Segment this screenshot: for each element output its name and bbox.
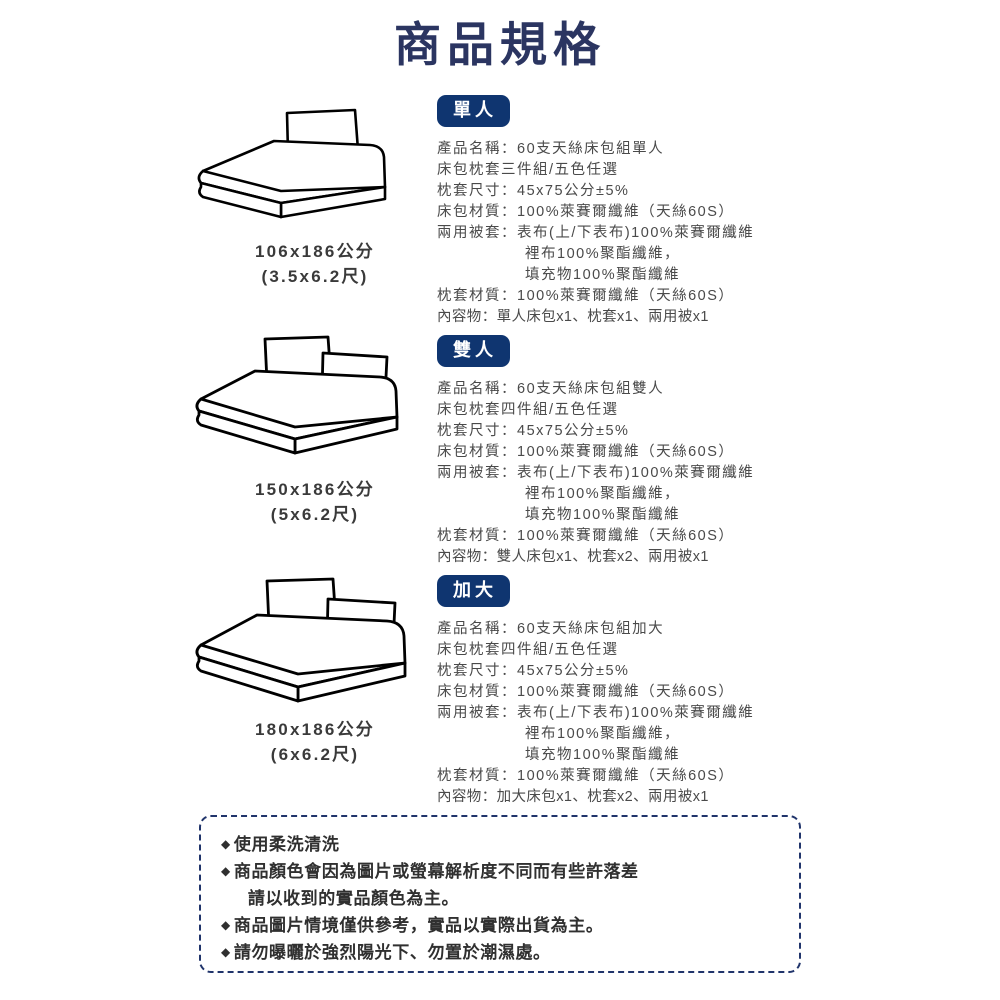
care-note-item: ◆商品顏色會因為圖片或螢幕解析度不同而有些許落差請以收到的實品顏色為主。 [221,858,779,912]
spec-line: 填充物100%聚酯纖維 [525,746,681,763]
spec-line: 枕套尺寸：45x75公分±5% [437,662,630,679]
care-note-text: 商品圖片情境僅供參考，實品以實際出貨為主。 [233,916,604,935]
care-note-item: ◆使用柔洗清洗 [221,831,779,858]
spec-text-column: 加大 產品名稱：60支天絲床包組加大床包枕套四件組/五色任選枕套尺寸：45x75… [437,575,977,808]
size-badge-single: 單人 [437,95,510,127]
spec-line: 床包材質：100%萊賽爾纖維（天絲60S） [437,443,735,460]
illustration-column: 180x186公分 (6x6.2尺) [195,575,435,805]
king-bed-illustration [195,577,407,703]
single-bed-illustration [197,108,387,219]
spec-line: 內容物：單人床包x1、枕套x1、兩用被x1 [437,308,709,325]
illustration-column: 150x186公分 (5x6.2尺) [195,335,435,565]
spec-line: 兩用被套：表布(上/下表布)100%萊賽爾纖維 [437,224,755,241]
illustration-column: 106x186公分 (3.5x6.2尺) [195,95,435,325]
care-note-item: ◆請勿曝曬於強烈陽光下、勿置於潮濕處。 [221,939,779,966]
spec-line: 枕套材質：100%萊賽爾纖維（天絲60S） [437,287,735,304]
size-label-king: 180x186公分 (6x6.2尺) [195,718,435,767]
size-badge-king: 加大 [437,575,510,607]
size-metric: 106x186公分 [255,242,375,261]
size-metric: 180x186公分 [255,720,375,739]
size-badge-double: 雙人 [437,335,510,367]
spec-section-king: 180x186公分 (6x6.2尺) 加大 產品名稱：60支天絲床包組加大床包枕… [0,575,1000,815]
diamond-bullet-icon: ◆ [221,837,231,851]
diamond-bullet-icon: ◆ [221,945,231,959]
spec-line: 填充物100%聚酯纖維 [525,266,681,283]
spec-text-column: 雙人 產品名稱：60支天絲床包組雙人床包枕套四件組/五色任選枕套尺寸：45x75… [437,335,977,568]
spec-line: 床包材質：100%萊賽爾纖維（天絲60S） [437,683,735,700]
spec-line: 填充物100%聚酯纖維 [525,506,681,523]
spec-line: 枕套尺寸：45x75公分±5% [437,182,630,199]
care-notes-box: ◆使用柔洗清洗◆商品顏色會因為圖片或螢幕解析度不同而有些許落差請以收到的實品顏色… [199,815,801,973]
care-note-item: ◆商品圖片情境僅供參考，實品以實際出貨為主。 [221,912,779,939]
spec-line: 兩用被套：表布(上/下表布)100%萊賽爾纖維 [437,704,755,721]
double-bed-illustration [195,335,399,455]
care-notes-list: ◆使用柔洗清洗◆商品顏色會因為圖片或螢幕解析度不同而有些許落差請以收到的實品顏色… [221,831,779,966]
spec-lines-king: 產品名稱：60支天絲床包組加大床包枕套四件組/五色任選枕套尺寸：45x75公分±… [437,619,977,808]
spec-text-column: 單人 產品名稱：60支天絲床包組單人床包枕套三件組/五色任選枕套尺寸：45x75… [437,95,977,328]
spec-line: 枕套尺寸：45x75公分±5% [437,422,630,439]
care-note-subline: 請以收到的實品顏色為主。 [247,889,460,908]
spec-line: 兩用被套：表布(上/下表布)100%萊賽爾纖維 [437,464,755,481]
spec-lines-single: 產品名稱：60支天絲床包組單人床包枕套三件組/五色任選枕套尺寸：45x75公分±… [437,139,977,328]
size-imperial: (6x6.2尺) [270,744,360,764]
spec-line: 裡布100%聚酯纖維， [525,725,681,742]
spec-line: 枕套材質：100%萊賽爾纖維（天絲60S） [437,527,735,544]
care-note-text: 請勿曝曬於強烈陽光下、勿置於潮濕處。 [233,943,551,962]
size-metric: 150x186公分 [255,480,375,499]
spec-line: 內容物：雙人床包x1、枕套x2、兩用被x1 [437,548,709,565]
size-label-double: 150x186公分 (5x6.2尺) [195,478,435,527]
spec-line: 內容物：加大床包x1、枕套x2、兩用被x1 [437,788,709,805]
spec-line: 產品名稱：60支天絲床包組單人 [437,140,665,157]
size-imperial: (5x6.2尺) [270,504,360,524]
spec-line: 裡布100%聚酯纖維， [525,245,681,262]
diamond-bullet-icon: ◆ [221,864,231,878]
size-label-single: 106x186公分 (3.5x6.2尺) [195,240,435,289]
spec-section-single: 106x186公分 (3.5x6.2尺) 單人 產品名稱：60支天絲床包組單人床… [0,95,1000,335]
spec-line: 枕套材質：100%萊賽爾纖維（天絲60S） [437,767,735,784]
care-note-text: 商品顏色會因為圖片或螢幕解析度不同而有些許落差請以收到的實品顏色為主。 [234,858,779,912]
spec-lines-double: 產品名稱：60支天絲床包組雙人床包枕套四件組/五色任選枕套尺寸：45x75公分±… [437,379,977,568]
spec-line: 裡布100%聚酯纖維， [525,485,681,502]
care-note-text: 使用柔洗清洗 [233,835,340,854]
diamond-bullet-icon: ◆ [221,918,231,932]
spec-line: 床包枕套三件組/五色任選 [437,161,619,178]
size-imperial: (3.5x6.2尺) [261,266,369,286]
spec-line: 床包枕套四件組/五色任選 [437,641,619,658]
page-title: 商品規格 [394,18,606,71]
spec-section-double: 150x186公分 (5x6.2尺) 雙人 產品名稱：60支天絲床包組雙人床包枕… [0,335,1000,575]
spec-line: 產品名稱：60支天絲床包組雙人 [437,380,665,397]
spec-line: 床包材質：100%萊賽爾纖維（天絲60S） [437,203,735,220]
spec-line: 產品名稱：60支天絲床包組加大 [437,620,665,637]
spec-line: 床包枕套四件組/五色任選 [437,401,619,418]
